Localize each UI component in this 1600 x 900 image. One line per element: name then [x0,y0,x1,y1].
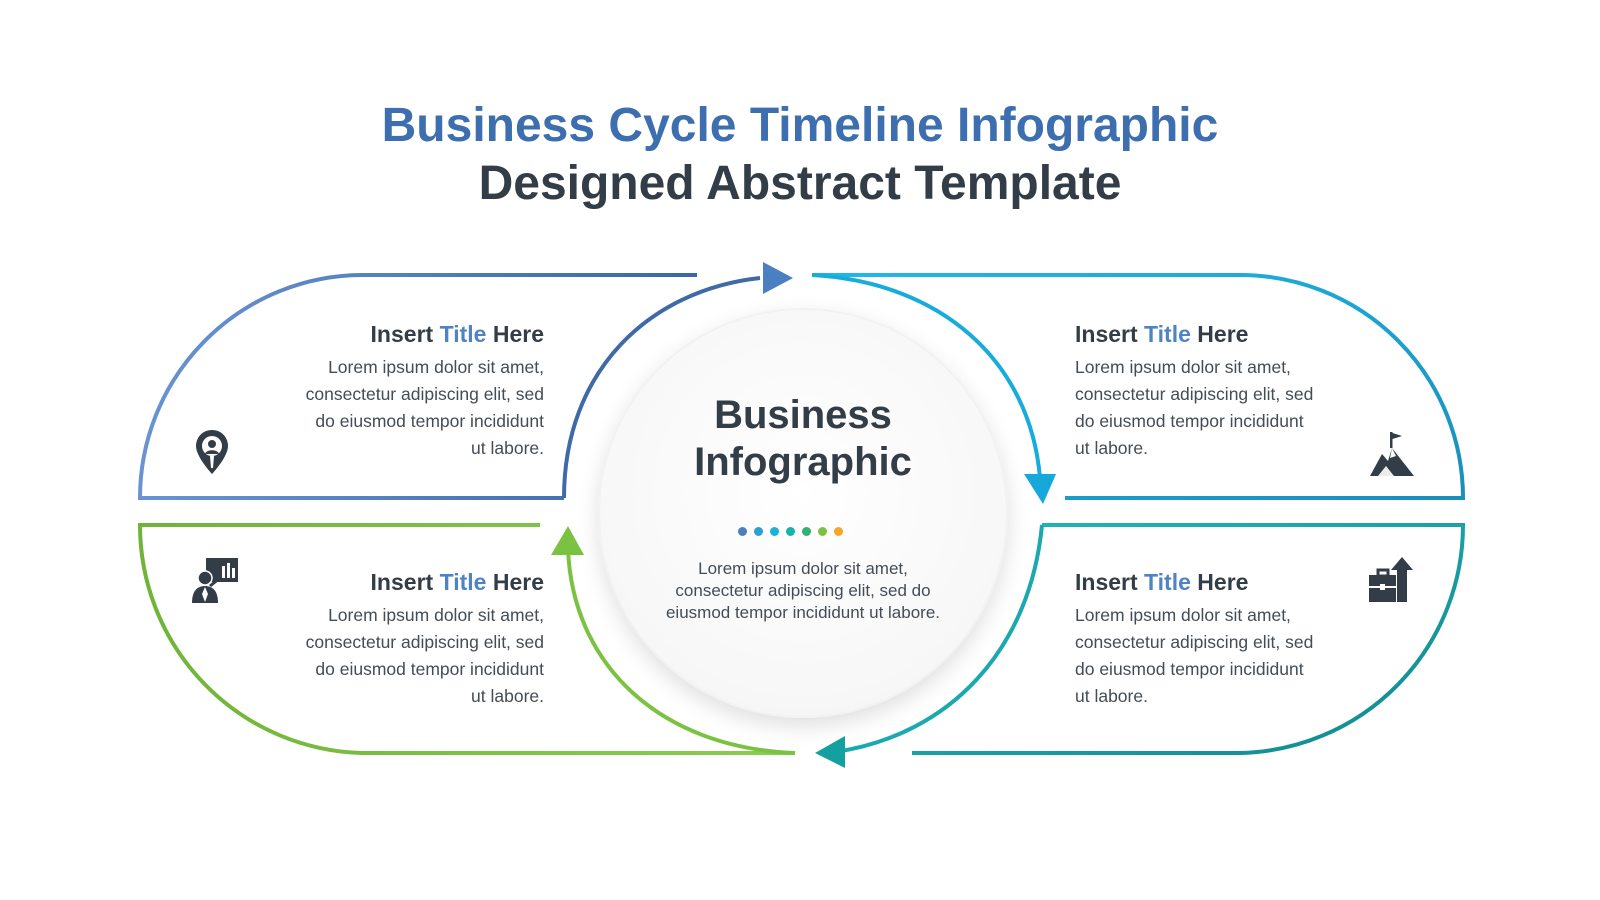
center-title-line1: Business [714,393,892,437]
card-text: Lorem ipsum dolor sit amet, consectetur … [305,605,544,706]
card-bottom-left: Insert Title Here Lorem ipsum dolor sit … [254,568,544,710]
dot-1 [738,527,747,536]
center-title-line2: Infographic [694,440,912,484]
card-text: Lorem ipsum dolor sit amet, consectetur … [1075,605,1314,706]
card-title: Insert Title Here [1075,321,1249,347]
bottom-right-panel-outline [912,523,1466,755]
dot-3 [770,527,779,536]
dot-4 [786,527,795,536]
briefcase-growth-icon [1368,556,1418,606]
arrowhead-teal [815,736,845,768]
cycle-arc-green [566,547,796,755]
card-title: Insert Title Here [370,569,544,595]
card-top-left: Insert Title Here Lorem ipsum dolor sit … [254,320,544,462]
card-bottom-right: Insert Title Here Lorem ipsum dolor sit … [1075,568,1365,710]
cycle-arc-blue [562,276,761,499]
center-title: Business Infographic [638,392,968,486]
cycle-arc-cyan [811,273,1042,479]
card-text: Lorem ipsum dolor sit amet, consectetur … [1075,357,1314,458]
cycle-arc-teal [834,524,1044,754]
bottom-left-panel-outline [137,523,795,755]
main-subtitle: Designed Abstract Template [478,157,1122,210]
arrowhead-cyan [1024,474,1056,504]
presenter-chart-icon [192,556,242,606]
center-circle [598,308,1008,718]
arrowhead-blue [763,262,793,294]
arrowhead-green [551,526,584,555]
dot-7 [834,527,843,536]
card-text: Lorem ipsum dolor sit amet, consectetur … [305,357,544,458]
card-top-right: Insert Title Here Lorem ipsum dolor sit … [1075,320,1365,462]
main-title: Business Cycle Timeline Infographic [381,99,1219,152]
card-title: Insert Title Here [370,321,544,347]
dot-2 [754,527,763,536]
location-pin-icon [192,428,242,478]
card-title: Insert Title Here [1075,569,1249,595]
dot-5 [802,527,811,536]
mountain-flag-icon [1368,430,1418,480]
center-text: Lorem ipsum dolor sit amet, consectetur … [665,559,941,622]
color-dots [738,527,868,537]
top-right-panel-outline [812,273,1466,500]
dot-6 [818,527,827,536]
top-left-panel-outline [137,273,697,500]
